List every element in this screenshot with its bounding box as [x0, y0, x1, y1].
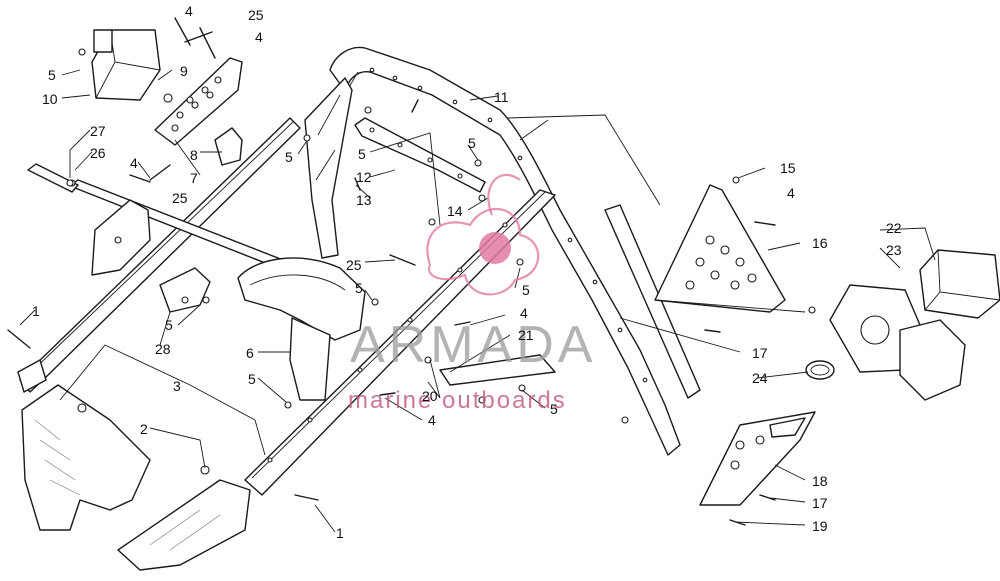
plate-7 — [154, 57, 243, 146]
callout-labels: 4 25 4 5 9 10 27 26 4 25 8 7 5 11 5 5 12… — [32, 3, 902, 541]
throttle-body-23 — [829, 284, 966, 401]
callout-4: 4 — [130, 155, 138, 171]
callout-1: 1 — [336, 525, 344, 541]
leader-lines — [19, 69, 936, 533]
callout-27: 27 — [90, 123, 106, 139]
seat-bracket-6 — [237, 257, 366, 401]
callout-7: 7 — [190, 170, 198, 186]
callout-26: 26 — [90, 145, 106, 161]
callout-18: 18 — [812, 473, 828, 489]
callout-21: 21 — [518, 327, 534, 343]
callout-13: 13 — [356, 192, 372, 208]
callout-4: 4 — [185, 3, 193, 19]
callout-5: 5 — [468, 135, 476, 151]
callout-16: 16 — [812, 235, 828, 251]
callout-17: 17 — [752, 345, 768, 361]
callout-14: 14 — [447, 203, 463, 219]
callout-5: 5 — [358, 146, 366, 162]
callout-5: 5 — [522, 282, 530, 298]
callout-5: 5 — [285, 149, 293, 165]
rear-frame-2 — [21, 384, 251, 571]
callout-5: 5 — [355, 280, 363, 296]
callout-4: 4 — [428, 412, 436, 428]
callout-5: 5 — [165, 317, 173, 333]
callout-1: 1 — [32, 303, 40, 319]
component-8 — [214, 127, 243, 166]
bracket-12 — [354, 117, 486, 193]
mount-28 — [159, 267, 211, 313]
callout-3: 3 — [173, 378, 181, 394]
callout-12: 12 — [356, 169, 372, 185]
callout-10: 10 — [42, 91, 58, 107]
right-diagonal-plank — [604, 204, 701, 399]
callout-25: 25 — [248, 7, 264, 23]
module-22 — [919, 249, 1000, 319]
callout-5: 5 — [248, 371, 256, 387]
callout-23: 23 — [886, 242, 902, 258]
callout-4: 4 — [255, 29, 263, 45]
callout-4: 4 — [787, 185, 795, 201]
callout-25: 25 — [172, 190, 188, 206]
watermark-tagline: marine outboards — [348, 387, 567, 414]
clamp-24 — [805, 360, 835, 380]
callout-9: 9 — [180, 63, 188, 79]
left-rail-1 — [17, 117, 301, 393]
callout-11: 11 — [494, 89, 509, 105]
callout-2: 2 — [140, 421, 148, 437]
callout-15: 15 — [780, 160, 796, 176]
left-upright — [304, 77, 353, 259]
callout-17: 17 — [812, 495, 828, 511]
callout-5: 5 — [550, 401, 558, 417]
callout-5: 5 — [48, 67, 56, 83]
plate-18 — [699, 411, 816, 506]
callout-20: 20 — [422, 388, 438, 404]
callout-8: 8 — [190, 147, 198, 163]
callout-19: 19 — [812, 518, 828, 534]
callout-24: 24 — [752, 370, 768, 386]
battery-box-10 — [91, 29, 161, 101]
callout-6: 6 — [246, 345, 254, 361]
watermark-logo — [426, 173, 540, 296]
watermark-brand: ARMADA — [350, 316, 596, 374]
callout-28: 28 — [155, 341, 171, 357]
watermark: ARMADA marine outboards — [348, 173, 596, 414]
callout-25: 25 — [346, 257, 362, 273]
callout-4: 4 — [520, 305, 528, 321]
hanger-bracket — [91, 199, 151, 276]
bracket-16 — [654, 184, 806, 313]
support-bar-21 — [439, 354, 556, 386]
hardware — [7, 17, 816, 526]
callout-22: 22 — [886, 220, 902, 236]
